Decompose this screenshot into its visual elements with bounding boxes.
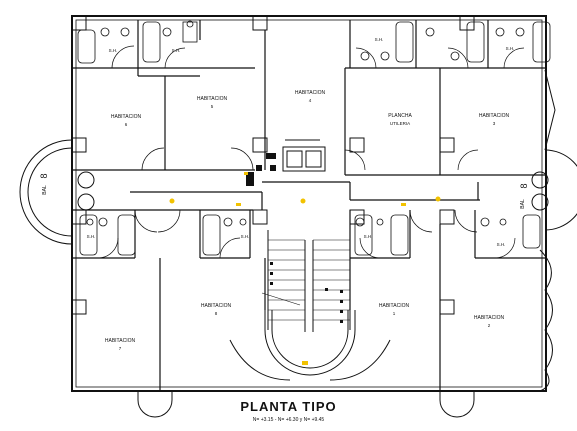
room-number-3: 3 [493, 121, 496, 126]
room-label-habitacion-4: HABITACION [295, 90, 326, 96]
bottom-bays [137, 339, 475, 418]
balcony-labels: BAL 8 BAL 8 [39, 173, 529, 208]
balcony-number-right: 8 [519, 183, 529, 188]
exterior-walls [71, 15, 547, 392]
room-label-habitacion-5: HABITACION [197, 96, 228, 102]
room-number-4: 4 [309, 98, 312, 103]
room-label-habitacion-6: HABITACION [111, 114, 142, 120]
room-label-utileria: UTILERIA [390, 121, 410, 126]
room-label-habitacion-8: HABITACION [201, 303, 232, 309]
door-swings [97, 45, 525, 259]
room-labels: HABITACION 6 HABITACION 5 HABITACION 4 P… [105, 90, 510, 351]
balcony-label-left: BAL [42, 185, 48, 195]
toilets [86, 20, 525, 227]
bathtubs [77, 21, 551, 256]
stair-core [264, 230, 356, 376]
room-number-1: 1 [393, 311, 396, 316]
room-number-2: 2 [488, 323, 491, 328]
room-number-7: 7 [119, 346, 122, 351]
room-label-habitacion-7: HABITACION [105, 338, 136, 344]
stair-treads [261, 239, 350, 321]
room-label-habitacion-3: HABITACION [479, 113, 510, 119]
exterior-inner-line [75, 19, 543, 388]
light-markers [169, 172, 441, 365]
plan-levels-note: N= +3.15 - N= +6.30 y N= +9.45 [252, 417, 325, 423]
plan-title: PLANTA TIPO [240, 399, 337, 414]
bathroom-label: S.H. [87, 234, 96, 239]
shaft [246, 153, 276, 186]
bathroom-label: S.H. [109, 48, 118, 53]
bathroom-label: S.H. [375, 37, 384, 42]
room-number-6: 6 [125, 122, 128, 127]
balcony-label-right: BAL [520, 199, 526, 209]
balcony-right [531, 69, 577, 392]
balcony-left [19, 139, 95, 245]
stair-markers [270, 262, 343, 323]
laundry-fixtures [282, 139, 326, 172]
bathroom-label: S.H. [172, 48, 181, 53]
bathroom-label: S.H. [506, 46, 515, 51]
bathroom-label: S.H. [364, 234, 373, 239]
room-label-plancha: PLANCHA [388, 113, 412, 119]
bathroom-labels: S.H. S.H. S.H. S.H. S.H. S.H. S.H. S.H. [87, 37, 515, 247]
bathroom-label: S.H. [497, 242, 506, 247]
room-label-habitacion-2: HABITACION [474, 315, 505, 321]
bathroom-label: S.H. [241, 234, 250, 239]
balcony-number-left: 8 [39, 173, 49, 178]
interior-walls [72, 20, 545, 391]
room-number-8: 8 [215, 311, 218, 316]
room-number-5: 5 [211, 104, 214, 109]
room-label-habitacion-1: HABITACION [379, 303, 410, 309]
